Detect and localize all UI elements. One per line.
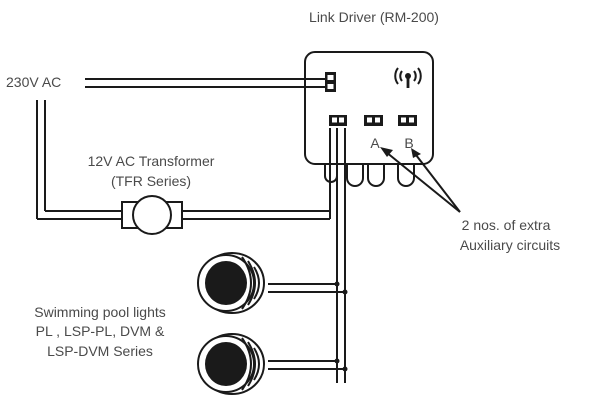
driver-label: Link Driver (RM-200) [309, 9, 439, 25]
auxiliary-arrows [380, 147, 461, 213]
output-terminal-b [398, 115, 417, 126]
lighting-feed-wires [336, 128, 346, 383]
pool-light-wires-2 [268, 358, 348, 372]
output-terminal-main [329, 115, 347, 126]
auxiliary-label-line2: Auxiliary circuits [460, 237, 560, 253]
supply-label: 230V AC [6, 74, 61, 90]
terminal-b-label: B [404, 135, 413, 151]
terminal-a-label: A [370, 135, 380, 151]
pool-light-icon [197, 252, 265, 314]
transformer-primary-wires [36, 100, 122, 220]
lights-label-line3: LSP-DVM Series [47, 343, 153, 359]
pool-light-icon [197, 333, 265, 395]
supply-wires [85, 78, 325, 88]
wireless-signal-icon [394, 67, 422, 88]
pool-light-wires-1 [268, 281, 348, 295]
transformer-coil-icon [121, 195, 183, 235]
arrow-head-icon [380, 147, 393, 157]
cable-gland [397, 164, 415, 187]
transformer-label-line2: (TFR Series) [111, 173, 191, 189]
cable-gland [346, 164, 364, 187]
output-terminal-a [364, 115, 383, 126]
transformer-secondary-wires [182, 128, 331, 220]
auxiliary-label-line1: 2 nos. of extra [462, 217, 551, 233]
arrow-head-icon [411, 148, 421, 158]
lights-label-line2: PL , LSP-PL, DVM & [36, 323, 165, 339]
cable-gland [367, 164, 385, 187]
lights-label-line1: Swimming pool lights [34, 304, 166, 320]
transformer-label-line1: 12V AC Transformer [88, 153, 215, 169]
input-terminal [325, 72, 336, 92]
